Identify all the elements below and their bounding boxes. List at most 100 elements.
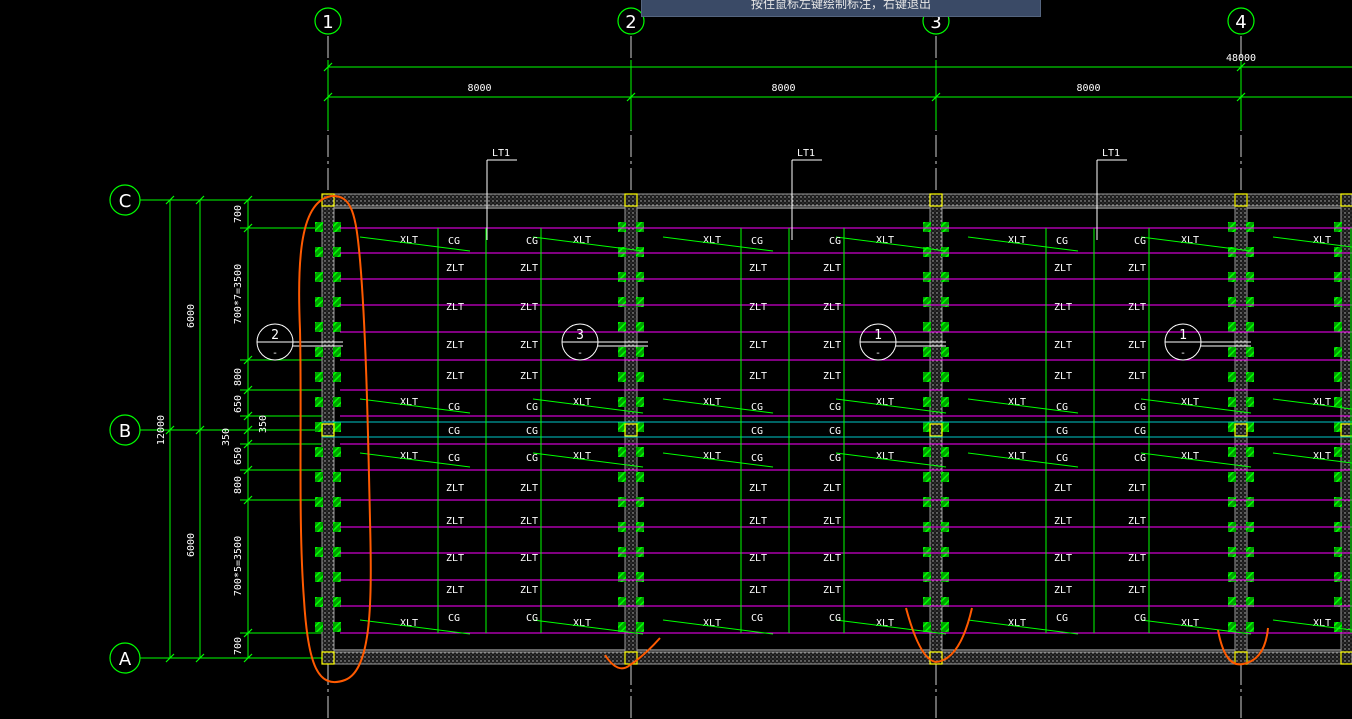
label-zlt: ZLT <box>1054 371 1072 382</box>
stair-tread-hatch <box>618 372 626 382</box>
stair-tread-hatch <box>618 497 626 507</box>
axis-label-4: 4 <box>1235 12 1246 33</box>
stair-tread-hatch <box>923 272 931 282</box>
dim-tick <box>243 411 253 421</box>
stair-tread-hatch <box>941 472 949 482</box>
stair-tread-hatch <box>618 247 626 257</box>
stair-tread-hatch <box>333 597 341 607</box>
label-xlt: XLT <box>876 451 894 462</box>
stair-tread-hatch <box>1334 247 1342 257</box>
stair-tread-hatch <box>333 322 341 332</box>
stair-tread-hatch <box>315 422 323 432</box>
stair-tread-hatch <box>1228 622 1236 632</box>
stair-tread-hatch <box>636 572 644 582</box>
xlt-leader <box>1140 452 1252 468</box>
label-zlt: ZLT <box>823 302 841 313</box>
dim-left-upper-1: 700*7=3500 <box>233 264 244 324</box>
label-zlt: ZLT <box>446 302 464 313</box>
stair-tread-hatch <box>1246 247 1254 257</box>
stair-tread-hatch <box>923 422 931 432</box>
stair-tread-hatch <box>1334 597 1342 607</box>
stair-tread-hatch <box>1334 322 1342 332</box>
xlt-leader <box>359 619 471 635</box>
markup-check-axis-2 <box>604 637 661 670</box>
column-marker <box>929 423 943 437</box>
label-xlt: XLT <box>1313 451 1331 462</box>
stair-tread-hatch <box>923 372 931 382</box>
axis-label-C: C <box>119 191 132 212</box>
stair-tread-hatch <box>618 597 626 607</box>
xlt-leader <box>835 398 947 414</box>
stair-tread-hatch <box>1228 422 1236 432</box>
section-mark-number: 2 <box>271 328 279 343</box>
stair-tread-hatch <box>333 447 341 457</box>
label-cg: CG <box>1134 613 1146 624</box>
label-xlt: XLT <box>1008 235 1026 246</box>
dim-span-1: 8000 <box>771 83 795 94</box>
label-xlt: XLT <box>1313 397 1331 408</box>
stair-tread-hatch <box>333 247 341 257</box>
axis-bubble-1 <box>314 7 342 35</box>
xlt-leader <box>662 398 774 414</box>
label-xlt: XLT <box>703 618 721 629</box>
stair-tread-hatch <box>636 322 644 332</box>
label-zlt: ZLT <box>1128 371 1146 382</box>
stair-tread-hatch <box>618 472 626 482</box>
label-cg: CG <box>751 426 763 437</box>
xlt-leader <box>1140 236 1252 252</box>
label-zlt: ZLT <box>1128 553 1146 564</box>
dim-tick <box>243 628 253 638</box>
dim-tick <box>165 195 175 205</box>
dim-left-6000-lower: 6000 <box>186 533 197 557</box>
label-zlt: ZLT <box>1128 585 1146 596</box>
stair-tread-hatch <box>1228 272 1236 282</box>
stair-tread-hatch <box>923 297 931 307</box>
label-xlt: XLT <box>876 618 894 629</box>
xlt-leader <box>1272 398 1352 410</box>
stair-tread-hatch <box>1228 372 1236 382</box>
stair-tread-hatch <box>315 447 323 457</box>
stair-tread-hatch <box>1228 597 1236 607</box>
column-marker <box>321 423 335 437</box>
axis-label-A: A <box>119 649 132 670</box>
stair-tread-hatch <box>333 522 341 532</box>
stair-tread-hatch <box>941 347 949 357</box>
label-zlt: ZLT <box>749 553 767 564</box>
xlt-leader <box>1272 619 1352 631</box>
stair-tread-hatch <box>923 547 931 557</box>
stair-tread-hatch <box>333 297 341 307</box>
stair-tread-hatch <box>941 622 949 632</box>
label-cg: CG <box>829 453 841 464</box>
xlt-leader <box>835 236 947 252</box>
label-zlt: ZLT <box>446 483 464 494</box>
label-cg: CG <box>526 613 538 624</box>
column-marker <box>624 193 638 207</box>
stair-tread-hatch <box>315 497 323 507</box>
stair-tread-hatch <box>941 247 949 257</box>
dim-tick <box>195 425 205 435</box>
column-marker <box>1234 423 1248 437</box>
stair-tread-hatch <box>1228 472 1236 482</box>
label-xlt: XLT <box>703 397 721 408</box>
stair-tread-hatch <box>636 597 644 607</box>
stair-tread-hatch <box>333 622 341 632</box>
column-wall-0 <box>321 205 335 653</box>
dim-tick <box>931 92 941 102</box>
stair-tread-hatch <box>618 297 626 307</box>
dim-tick <box>243 355 253 365</box>
dim-tick <box>165 425 175 435</box>
label-cg: CG <box>829 236 841 247</box>
xlt-leader <box>967 619 1079 635</box>
xlt-leader <box>835 452 947 468</box>
dim-tick <box>243 653 253 663</box>
stair-tread-hatch <box>333 397 341 407</box>
stair-tread-hatch <box>636 422 644 432</box>
dim-total-48000: 48000 <box>1226 53 1256 64</box>
dim-span-0: 8000 <box>467 83 491 94</box>
stair-tread-hatch <box>315 347 323 357</box>
dim-left-lower-3: 700 <box>233 637 244 655</box>
label-zlt: ZLT <box>1128 483 1146 494</box>
dim-left-upper-2: 800 <box>233 368 244 386</box>
label-zlt: ZLT <box>1128 516 1146 527</box>
